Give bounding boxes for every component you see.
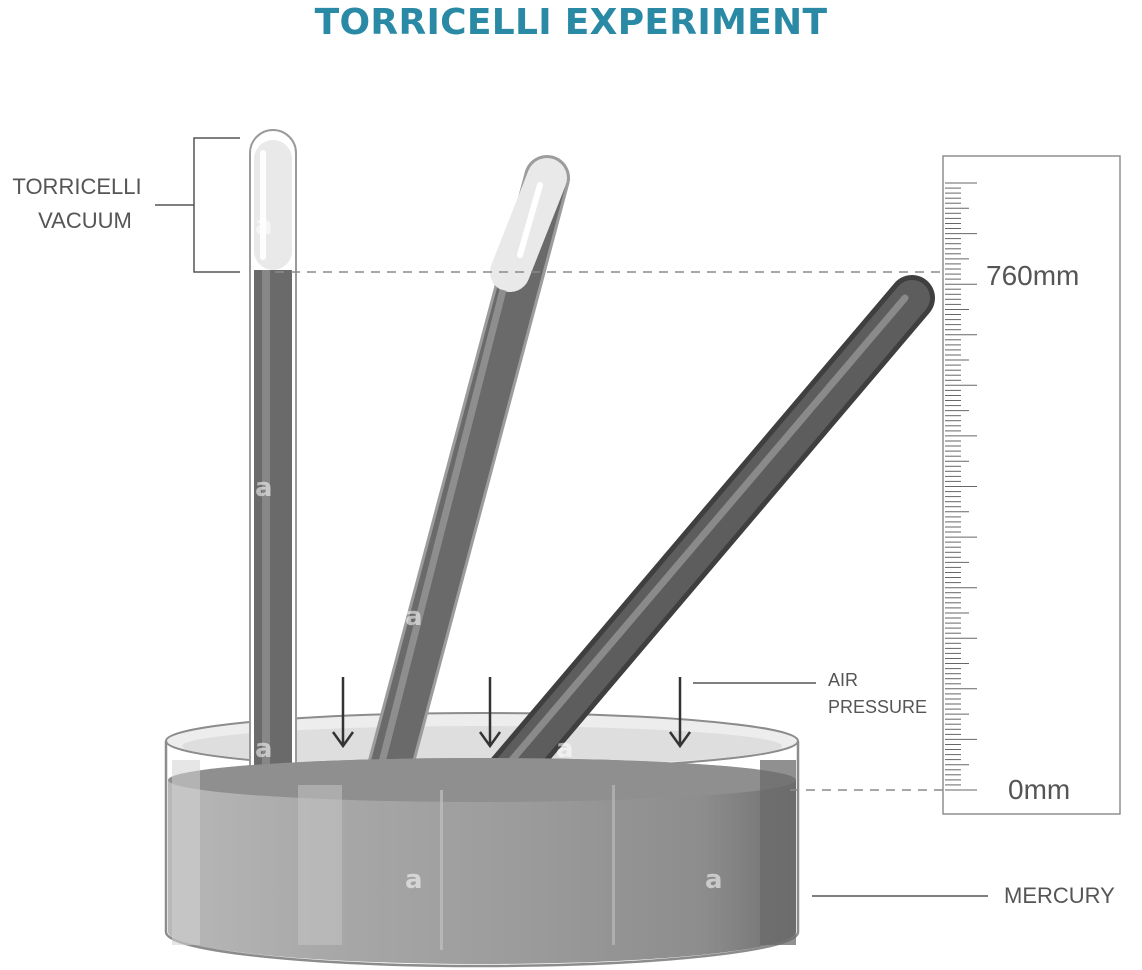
svg-text:a: a — [705, 865, 723, 895]
air-pressure-arrows — [331, 677, 692, 749]
mercury-label: MERCURY — [1004, 883, 1115, 908]
svg-text:a: a — [255, 473, 273, 503]
svg-text:a: a — [556, 734, 574, 764]
svg-text:a: a — [255, 734, 273, 764]
air-pressure-label-line1: AIR — [828, 670, 858, 690]
tube-inclined-filled — [467, 275, 935, 818]
ruler-ticks — [945, 182, 977, 791]
air-pressure-label-line2: PRESSURE — [828, 697, 927, 717]
tube-vertical — [249, 129, 297, 791]
mercury-dish — [164, 741, 800, 968]
tube-slanted — [363, 155, 570, 805]
vacuum-label-line1: TORRICELLI — [12, 174, 141, 199]
mark-760mm: 760mm — [986, 260, 1079, 291]
measuring-ruler — [942, 155, 1121, 815]
svg-text:a: a — [405, 865, 423, 895]
mark-0mm: 0mm — [1008, 774, 1070, 805]
diagram-title: TORRICELLI EXPERIMENT — [314, 2, 828, 43]
svg-text:a: a — [405, 602, 423, 632]
level-reference-lines — [275, 271, 1000, 791]
vacuum-label-line2: VACUUM — [38, 208, 132, 233]
watermark: a a a a a a a — [255, 211, 723, 895]
svg-text:a: a — [255, 211, 273, 241]
vacuum-bracket — [155, 137, 240, 273]
